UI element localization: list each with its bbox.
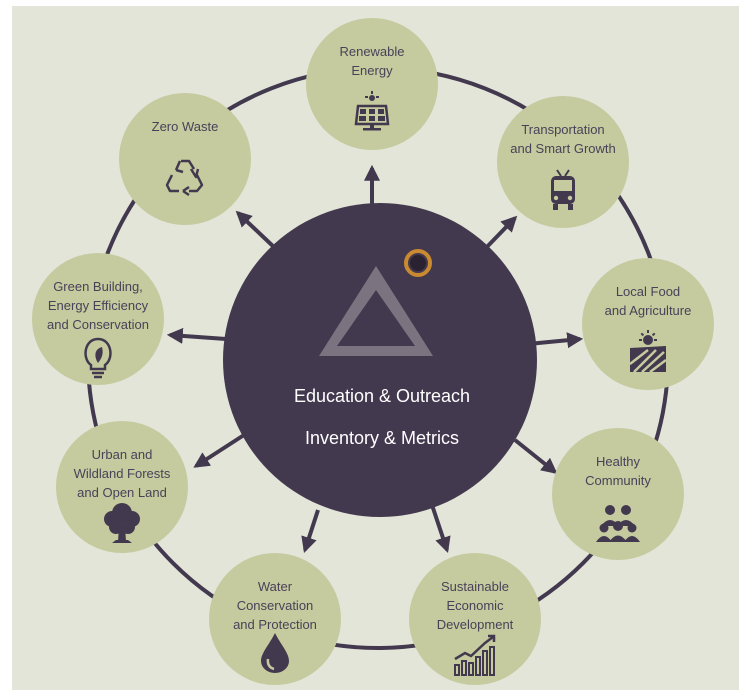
node-label: Sustainable Economic Development xyxy=(409,577,541,634)
bus-icon xyxy=(551,169,575,210)
logo-triangle-icon xyxy=(319,266,433,356)
arrow-forests xyxy=(193,433,246,468)
arrow-sustainable-economic xyxy=(430,504,451,554)
node-healthy-community: Healthy Community xyxy=(552,428,684,560)
label-line: Zero Waste xyxy=(151,119,219,134)
label-line: Energy xyxy=(351,63,393,78)
node-label: Water Conservation and Protection xyxy=(209,577,341,634)
node-label: Green Building, Energy Efficiency and Co… xyxy=(32,277,164,334)
label-line: Economic xyxy=(446,598,504,613)
label-line: and Protection xyxy=(233,617,317,632)
farm-field-icon xyxy=(629,330,667,373)
node-label: Urban and Wildland Forests and Open Land xyxy=(56,445,188,502)
label-line: Renewable xyxy=(339,44,405,59)
label-line: Local Food xyxy=(615,284,681,299)
arrow-healthy-community xyxy=(513,438,558,474)
label-line: Sustainable xyxy=(441,579,509,594)
label-line: Green Building, xyxy=(53,279,143,294)
node-green-building: Green Building, Energy Efficiency and Co… xyxy=(32,253,164,385)
node-local-food: Local Food and Agriculture xyxy=(582,258,714,390)
node-water: Water Conservation and Protection xyxy=(209,553,341,685)
label-line: Healthy xyxy=(595,454,641,469)
node-label: Renewable Energy xyxy=(306,42,438,80)
node-label: Transportation and Smart Growth xyxy=(497,120,629,158)
lightbulb-icon xyxy=(84,337,112,379)
label-line: and Open Land xyxy=(77,485,167,500)
node-renewable-energy: Renewable Energy xyxy=(306,18,438,150)
bar-chart-icon xyxy=(454,634,496,676)
node-label: Zero Waste xyxy=(119,117,251,136)
center-line-2: Inventory & Metrics xyxy=(304,428,460,448)
center-line-1: Education & Outreach xyxy=(293,386,471,406)
people-group-icon xyxy=(596,505,640,542)
arrow-water xyxy=(301,509,320,554)
arrow-zero-waste xyxy=(235,210,278,251)
arrow-green-building xyxy=(166,327,227,344)
water-drop-icon xyxy=(261,633,289,673)
node-label: Healthy Community xyxy=(552,452,684,490)
label-line: Conservation xyxy=(236,598,314,613)
node-zero-waste: Zero Waste xyxy=(119,93,251,225)
node-forests: Urban and Wildland Forests and Open Land xyxy=(56,421,188,553)
node-transportation: Transportation and Smart Growth xyxy=(497,96,629,228)
label-line: Transportation xyxy=(521,122,605,137)
label-line: and Smart Growth xyxy=(510,141,616,156)
node-label: Local Food and Agriculture xyxy=(582,282,714,320)
label-line: Energy Efficiency xyxy=(47,298,149,313)
label-line: and Agriculture xyxy=(604,303,692,318)
recycle-icon xyxy=(165,159,204,197)
label-line: Development xyxy=(436,617,514,632)
label-line: Urban and xyxy=(91,447,153,462)
arrow-local-food xyxy=(527,332,584,349)
tree-icon xyxy=(104,503,140,543)
solar-panel-icon xyxy=(354,91,390,131)
center-circle xyxy=(223,203,537,517)
label-line: Water xyxy=(257,579,293,594)
logo-ring-icon xyxy=(404,249,432,277)
label-line: and Conservation xyxy=(47,317,149,332)
label-line: Community xyxy=(585,473,651,488)
label-line: Wildland Forests xyxy=(73,466,171,481)
node-sustainable-economic: Sustainable Economic Development xyxy=(409,553,541,685)
